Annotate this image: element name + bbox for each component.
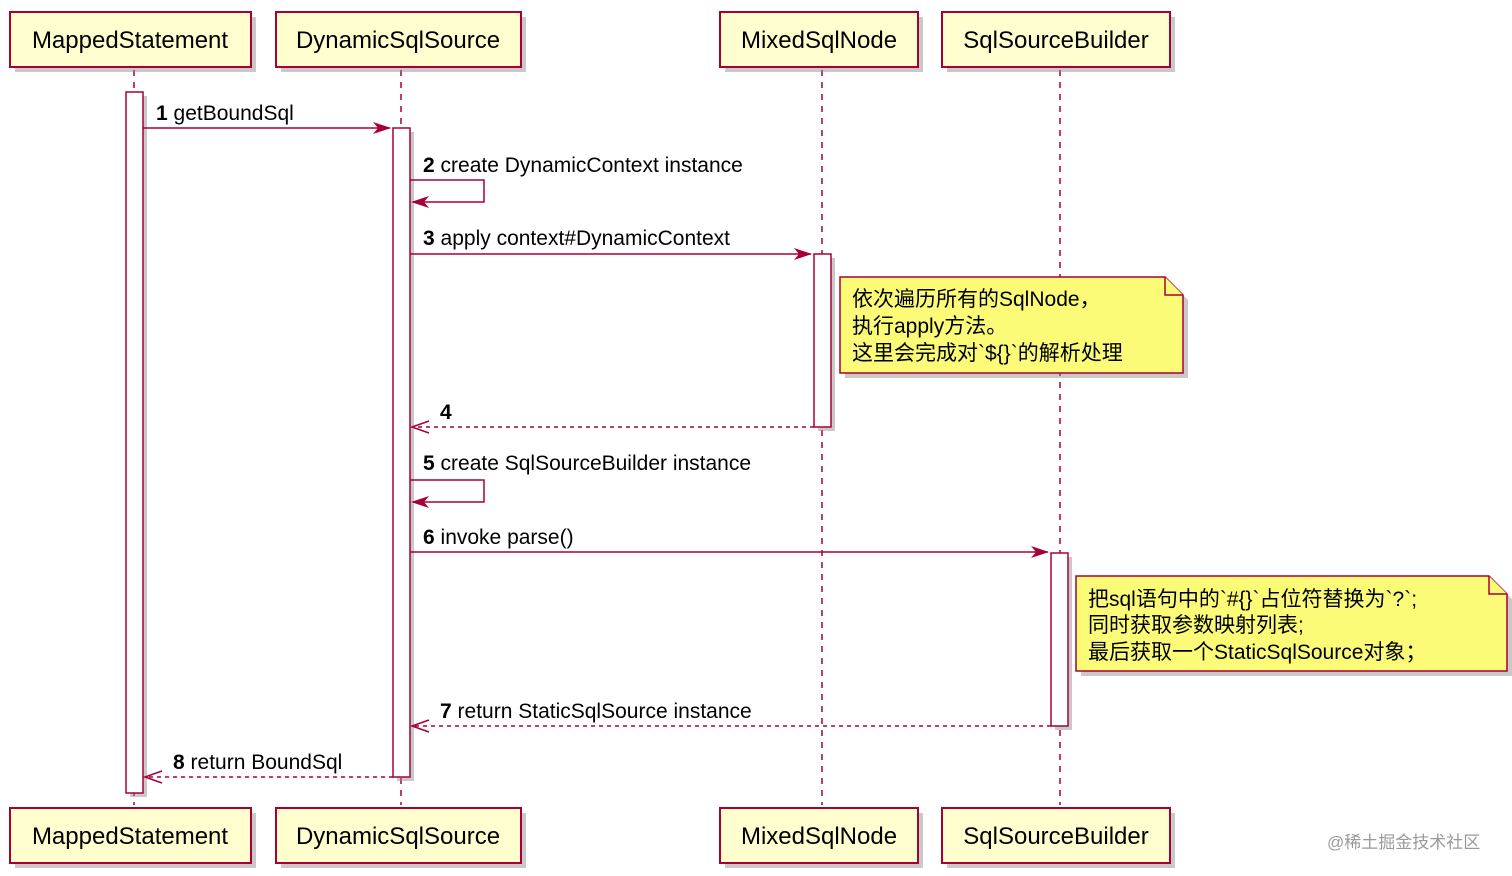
message-3: 3 apply context#DynamicContext	[410, 227, 812, 260]
participant-sql-source-builder-top: SqlSourceBuilder	[941, 11, 1175, 72]
svg-text:1 getBoundSql: 1 getBoundSql	[156, 102, 294, 125]
svg-text:4: 4	[440, 401, 452, 424]
svg-text:7 return StaticSqlSource insta: 7 return StaticSqlSource instance	[440, 700, 752, 723]
participant-sql-source-builder-bottom: SqlSourceBuilder	[941, 807, 1175, 868]
participant-label: SqlSourceBuilder	[963, 27, 1148, 54]
svg-text:执行apply方法。: 执行apply方法。	[852, 315, 1007, 338]
message-1: 1 getBoundSql	[143, 102, 391, 134]
svg-text:8 return BoundSql: 8 return BoundSql	[173, 751, 342, 774]
message-7: 7 return StaticSqlSource instance	[409, 700, 1051, 733]
svg-text:把sql语句中的`#{}`占位符替换为`?`;: 把sql语句中的`#{}`占位符替换为`?`;	[1088, 588, 1417, 611]
note-sql-source-builder-parse: 把sql语句中的`#{}`占位符替换为`?`; 同时获取参数映射列表; 最后获取…	[1075, 575, 1512, 676]
participant-mapped-statement-top: MappedStatement	[9, 11, 256, 72]
message-6: 6 invoke parse()	[410, 526, 1049, 558]
participant-dynamic-sql-source-top: DynamicSqlSource	[275, 11, 526, 72]
svg-text:依次遍历所有的SqlNode，: 依次遍历所有的SqlNode，	[852, 288, 1101, 311]
svg-text:2 create DynamicContext instan: 2 create DynamicContext instance	[423, 154, 743, 177]
participant-label: MixedSqlNode	[741, 27, 897, 54]
svg-text:最后获取一个StaticSqlSource对象；: 最后获取一个StaticSqlSource对象；	[1088, 641, 1426, 664]
participant-label: DynamicSqlSource	[296, 27, 500, 54]
participant-label: MappedStatement	[32, 27, 228, 54]
participant-label: MappedStatement	[32, 823, 228, 850]
message-4: 4	[409, 401, 814, 434]
participant-label: SqlSourceBuilder	[963, 823, 1148, 850]
svg-text:同时获取参数映射列表;: 同时获取参数映射列表;	[1088, 614, 1304, 637]
message-5: 5 create SqlSourceBuilder instance	[410, 452, 751, 508]
svg-text:5 create SqlSourceBuilder inst: 5 create SqlSourceBuilder instance	[423, 452, 751, 475]
svg-text:6 invoke parse(): 6 invoke parse()	[423, 526, 574, 549]
message-2: 2 create DynamicContext instance	[410, 154, 743, 208]
activation-mixed-sql-node	[813, 253, 832, 428]
participant-mapped-statement-bottom: MappedStatement	[9, 807, 256, 868]
activation-sql-source-builder	[1050, 552, 1069, 727]
note-sqlnode-apply: 依次遍历所有的SqlNode， 执行apply方法。 这里会完成对`${}`的解…	[839, 276, 1188, 378]
participant-label: DynamicSqlSource	[296, 823, 500, 850]
participant-mixed-sql-node-bottom: MixedSqlNode	[719, 807, 923, 868]
participant-label: MixedSqlNode	[741, 823, 897, 850]
watermark: @稀土掘金技术社区	[1327, 833, 1480, 852]
activation-dynamic-sql-source	[392, 127, 411, 778]
participant-mixed-sql-node-top: MixedSqlNode	[719, 11, 923, 72]
svg-text:3 apply context#DynamicContext: 3 apply context#DynamicContext	[423, 227, 730, 250]
participant-dynamic-sql-source-bottom: DynamicSqlSource	[275, 807, 526, 868]
message-8: 8 return BoundSql	[142, 751, 393, 784]
activation-mapped-statement	[125, 91, 144, 794]
svg-text:这里会完成对`${}`的解析处理: 这里会完成对`${}`的解析处理	[852, 342, 1123, 365]
